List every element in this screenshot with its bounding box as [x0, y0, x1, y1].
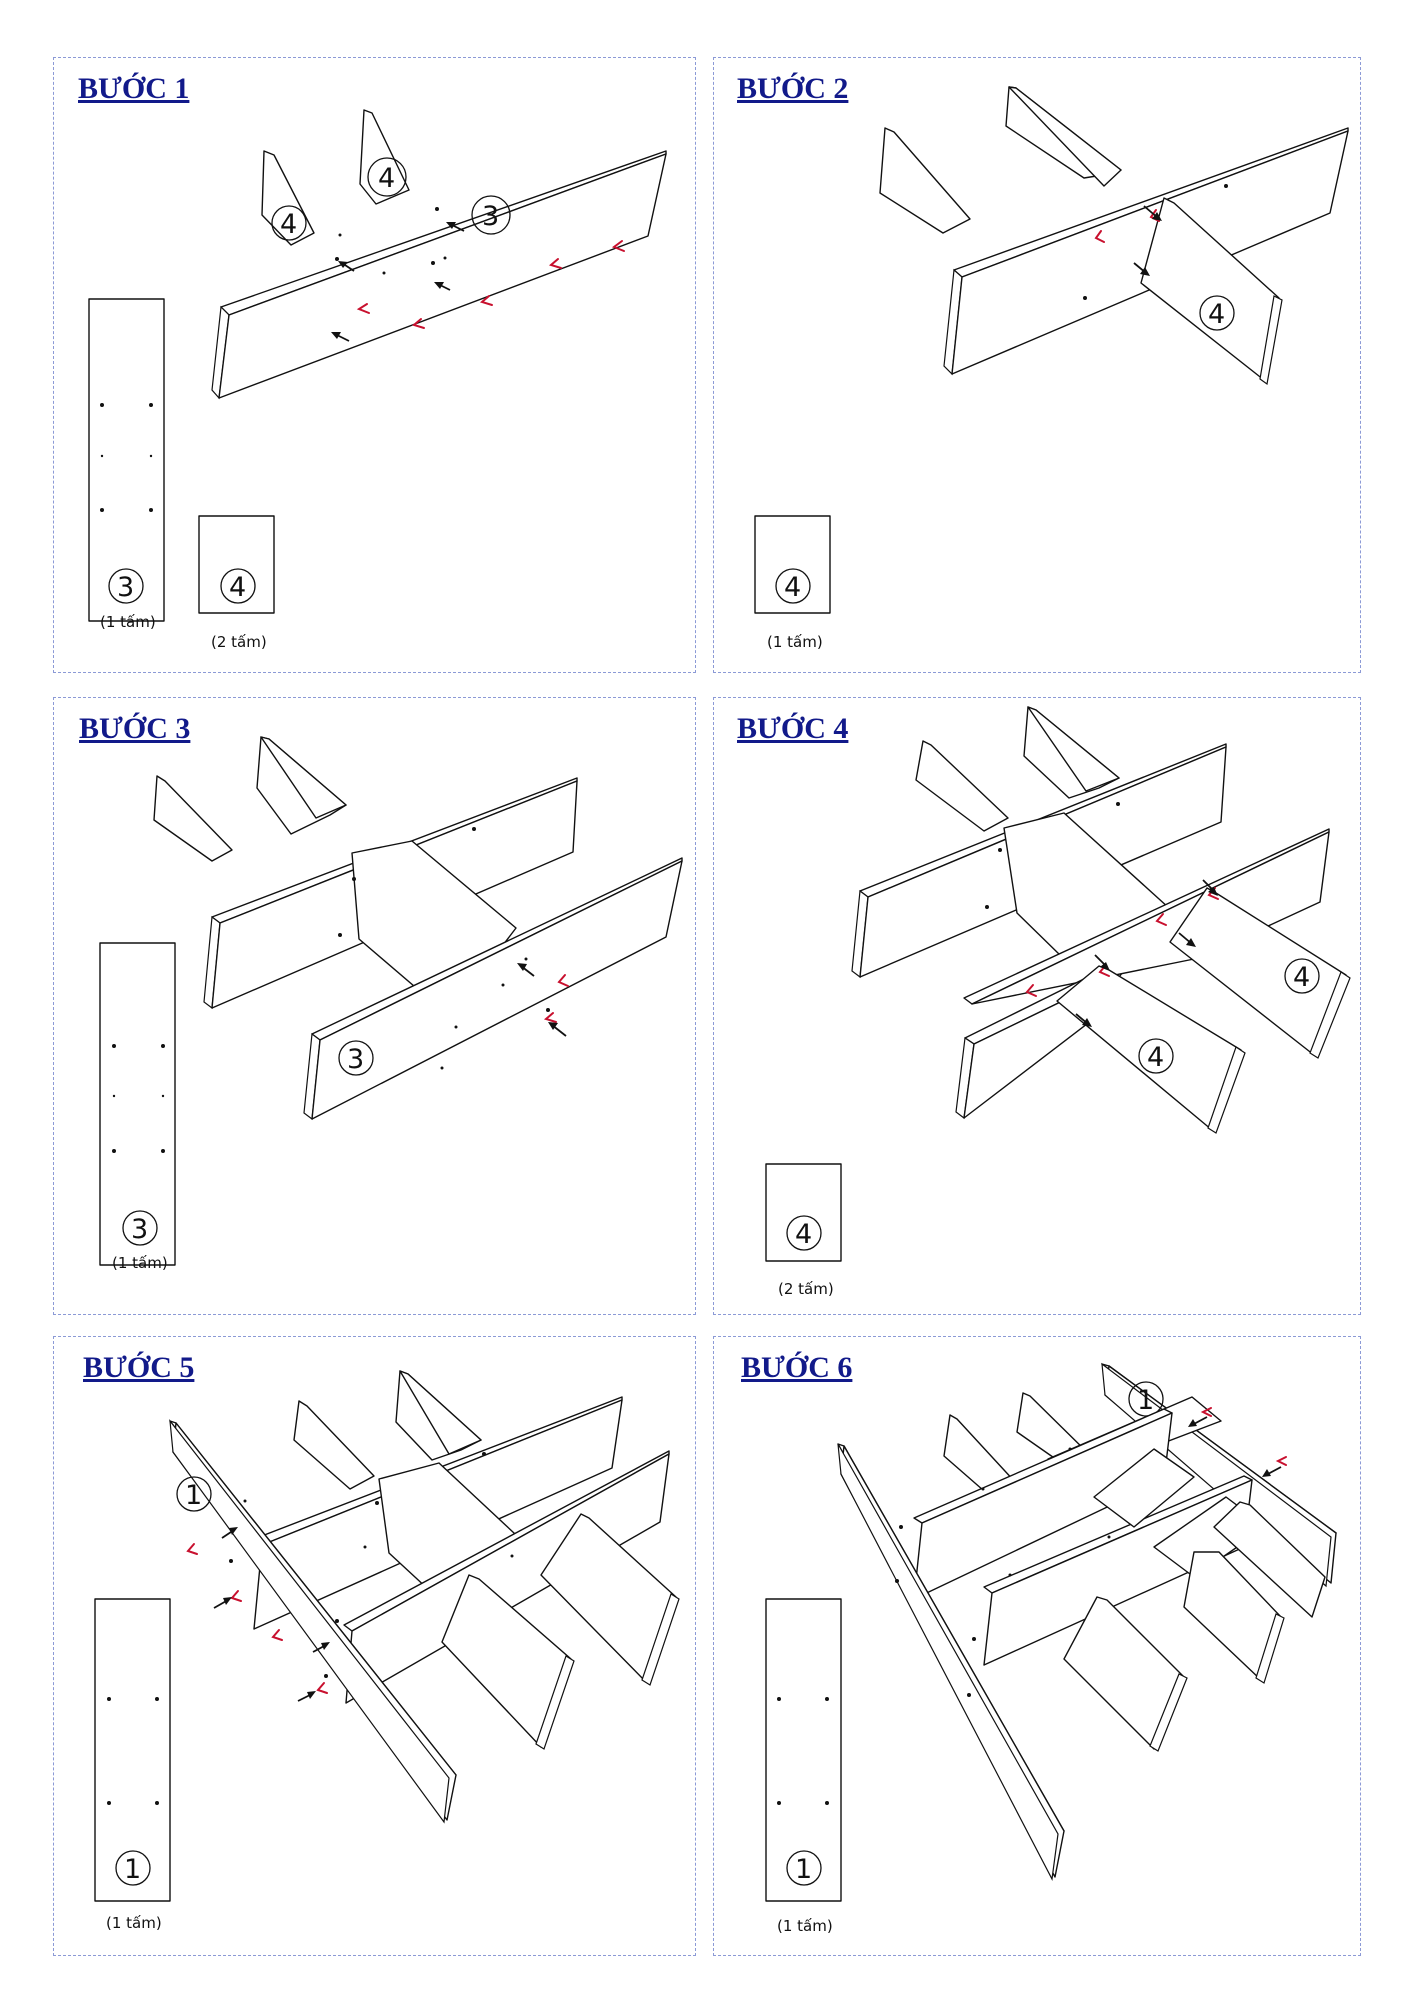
cam-marker: [548, 258, 562, 269]
part-3-qty: (1 tấm): [100, 613, 156, 631]
step-2-panel: BƯỚC 2 4 4 (1 tấm): [713, 57, 1361, 673]
step-5-diagram: 1 1: [94, 1370, 680, 1902]
cam-marker: [186, 1543, 198, 1555]
cam-marker: [1094, 230, 1105, 243]
back-panel-4: [879, 127, 971, 234]
cam-marker: [1200, 1407, 1212, 1417]
step-3-diagram: 3 3: [99, 736, 683, 1266]
svg-text:1: 1: [1137, 1385, 1154, 1416]
step-1-title: BƯỚC 1: [78, 72, 190, 105]
panel-4-right: [359, 109, 410, 205]
cam-marker: [271, 1629, 283, 1641]
step-5-title: BƯỚC 5: [83, 1351, 195, 1384]
cam-marker: [557, 974, 569, 987]
svg-text:1: 1: [185, 1480, 202, 1511]
hole: [443, 256, 447, 260]
cam-marker: [1155, 913, 1167, 926]
part-3-qty: (1 tấm): [112, 1254, 168, 1272]
step-5-panel: BƯỚC 5 1: [53, 1336, 696, 1956]
hole: [338, 233, 342, 237]
cam-marker: [479, 295, 493, 306]
cam-marker: [316, 1682, 328, 1694]
svg-text:4: 4: [1293, 962, 1310, 993]
part-3: [88, 298, 165, 622]
panel-4-left: [261, 150, 315, 246]
svg-text:4: 4: [1208, 299, 1225, 330]
part-4-qty: (1 tấm): [767, 633, 823, 651]
svg-text:4: 4: [1147, 1042, 1164, 1073]
step-6-title: BƯỚC 6: [741, 1351, 853, 1384]
svg-text:1: 1: [124, 1854, 141, 1885]
svg-text:4: 4: [784, 572, 801, 603]
cam-marker: [611, 240, 625, 252]
step-4-title: BƯỚC 4: [737, 712, 849, 745]
part-4: [198, 515, 275, 614]
step-1-diagram: 3 4 4 3 4: [88, 109, 667, 622]
part-1-qty: (1 tấm): [777, 1917, 833, 1935]
part-4: [754, 515, 831, 614]
part-4: [765, 1163, 842, 1262]
hole: [435, 207, 439, 211]
svg-text:4: 4: [229, 572, 246, 603]
label-circle: [471, 195, 511, 235]
svg-text:1: 1: [795, 1854, 812, 1885]
step-2-diagram: 4 4: [754, 86, 1349, 614]
step-4-diagram: 4 4 4: [765, 706, 1351, 1262]
cam-marker: [411, 318, 425, 329]
cam-marker: [543, 1012, 557, 1023]
svg-text:4: 4: [280, 209, 297, 240]
cam-marker: [1025, 984, 1037, 997]
svg-text:3: 3: [482, 201, 499, 232]
hole: [382, 271, 386, 275]
hole: [335, 257, 339, 261]
cam-marker: [1275, 1456, 1287, 1466]
cam-marker: [356, 303, 370, 314]
step-6-diagram: 1 1: [765, 1362, 1337, 1902]
svg-text:3: 3: [131, 1214, 148, 1245]
part-4-qty: (2 tấm): [211, 633, 267, 651]
svg-text:4: 4: [795, 1219, 812, 1250]
svg-text:3: 3: [117, 572, 134, 603]
step-3-panel: BƯỚC 3 3 3 (1 tấm): [53, 697, 696, 1315]
step-4-panel: BƯỚC 4 4 4 4: [713, 697, 1361, 1315]
cam-marker: [230, 1590, 242, 1602]
hole: [431, 261, 435, 265]
part-1-qty: (1 tấm): [106, 1914, 162, 1932]
step-1-panel: BƯỚC 1 3 4 4: [53, 57, 696, 673]
svg-text:4: 4: [378, 163, 395, 194]
part-4-qty: (2 tấm): [778, 1280, 834, 1298]
svg-text:3: 3: [347, 1044, 364, 1075]
step-3-title: BƯỚC 3: [79, 712, 191, 745]
step-2-title: BƯỚC 2: [737, 72, 849, 105]
step-6-panel: BƯỚC 6 1: [713, 1336, 1361, 1956]
